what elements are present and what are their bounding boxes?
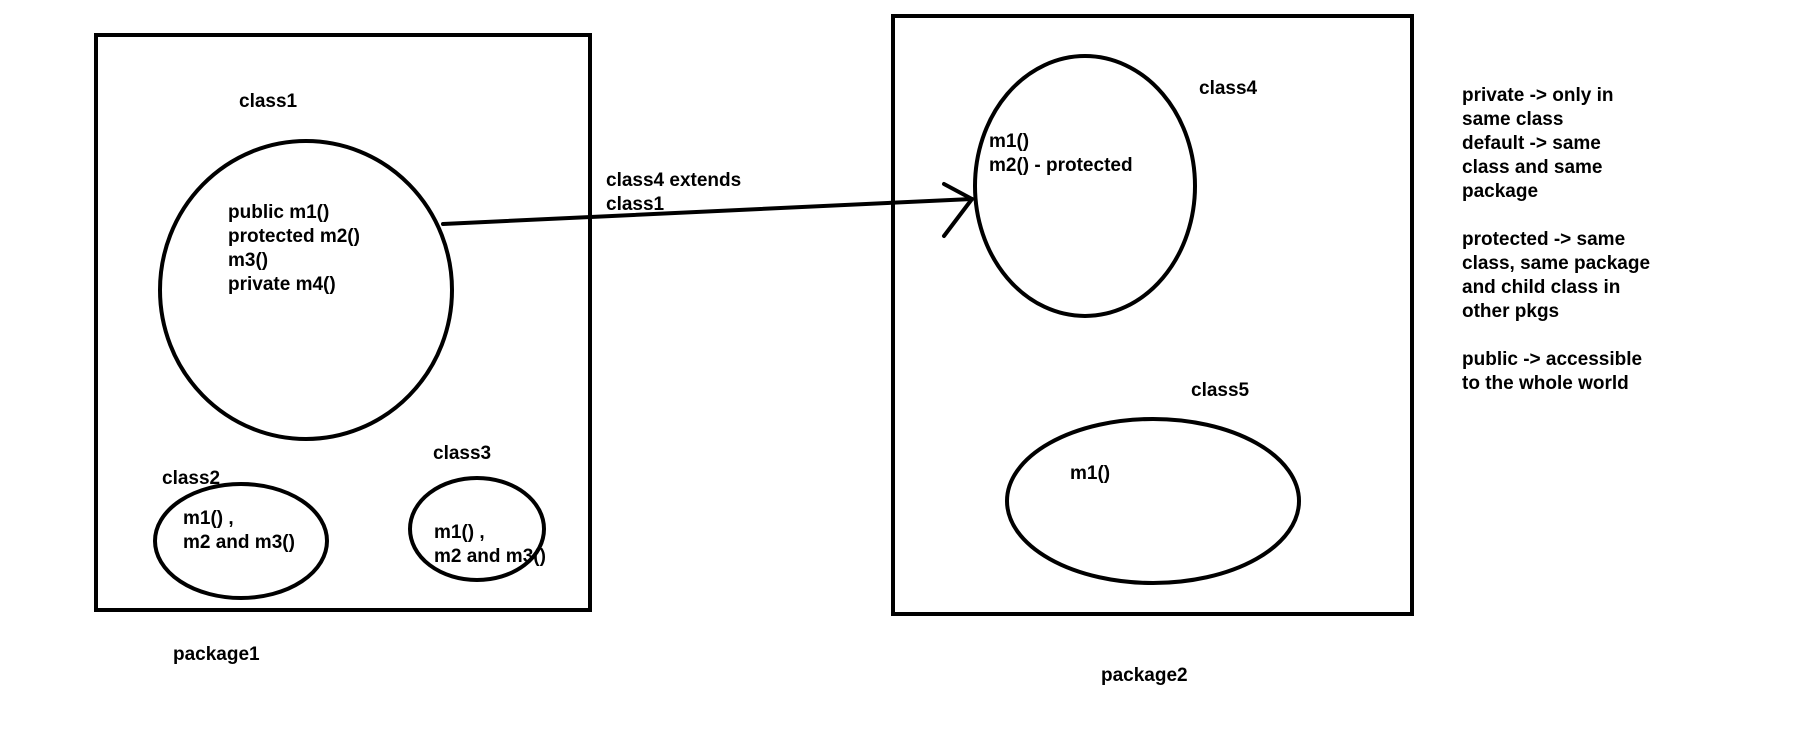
arrow-label: class4 extends class1	[606, 169, 741, 217]
class3-methods-line: m1() ,	[434, 522, 485, 543]
access-modifier-notes-line: public -> accessible	[1462, 349, 1643, 370]
class1-methods-line: private m4()	[228, 274, 336, 295]
class4-methods-line: m2() - protected	[989, 155, 1133, 176]
class3-methods-line: m2 and m3()	[434, 546, 546, 567]
access-modifier-notes-line	[1462, 324, 1650, 348]
access-modifier-notes-line: protected -> same	[1462, 229, 1626, 250]
class2-methods-line: m2 and m3()	[183, 532, 295, 553]
class3-ellipse	[408, 476, 546, 582]
arrow-label-line: class4 extends	[606, 170, 742, 191]
access-modifier-notes-line: package	[1462, 181, 1539, 202]
class2-methods-line: m1() ,	[183, 508, 234, 529]
access-modifier-notes-line: default -> same	[1462, 133, 1601, 154]
class4-methods: m1() m2() - protected	[989, 130, 1133, 178]
class4-ellipse	[973, 54, 1197, 318]
class2-methods: m1() , m2 and m3()	[183, 507, 295, 555]
access-modifier-notes-line	[1462, 204, 1650, 228]
class3-methods: m1() , m2 and m3()	[434, 521, 546, 569]
access-modifier-notes: private -> only in same class default -> s…	[1462, 84, 1650, 396]
class1-methods: public m1() protected m2() m3() private m4(…	[228, 201, 360, 297]
class2-label: class2	[162, 468, 221, 489]
package1-box	[94, 33, 592, 612]
class1-methods-line: protected m2()	[228, 226, 360, 247]
class1-ellipse	[158, 139, 454, 441]
class1-methods-line: m3()	[228, 250, 269, 271]
package1-label: package1	[173, 644, 260, 665]
inheritance-arrow	[441, 182, 976, 238]
class4-methods-line: m1()	[989, 131, 1030, 152]
access-modifier-notes-line: to the whole world	[1462, 373, 1629, 394]
class2-ellipse	[153, 482, 329, 600]
access-modifier-notes-line: class and same	[1462, 157, 1603, 178]
class5-label: class5	[1191, 380, 1250, 401]
access-modifier-notes-line: other pkgs	[1462, 301, 1560, 322]
class1-label: class1	[239, 91, 298, 112]
package2-box	[891, 14, 1414, 616]
access-modifier-notes-line: same class	[1462, 109, 1564, 130]
class1-methods-line: public m1()	[228, 202, 330, 223]
class5-methods-line: m1()	[1070, 463, 1111, 484]
class4-label: class4	[1199, 78, 1258, 99]
arrow-label-line: class1	[606, 194, 665, 215]
access-modifier-notes-line: class, same package	[1462, 253, 1651, 274]
class5-methods: m1()	[1070, 462, 1110, 486]
class3-label: class3	[433, 443, 492, 464]
package2-label: package2	[1101, 665, 1188, 686]
class5-ellipse	[1005, 417, 1301, 585]
access-modifier-notes-line: and child class in	[1462, 277, 1621, 298]
access-modifier-notes-line: private -> only in	[1462, 85, 1614, 106]
